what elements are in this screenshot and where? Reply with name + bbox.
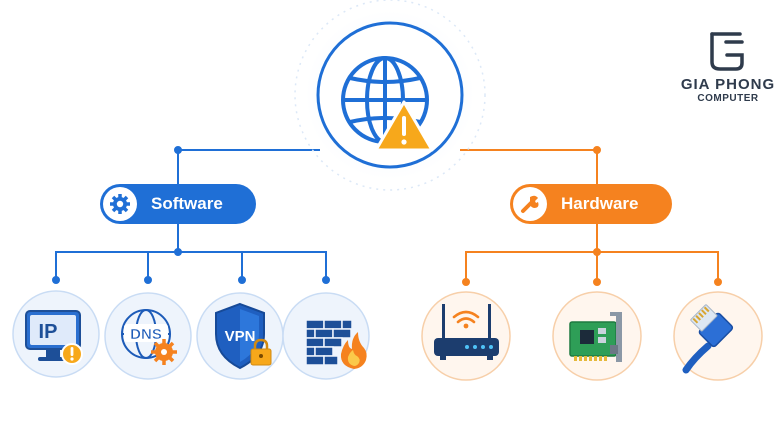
hardware-item-ethernet xyxy=(673,291,763,381)
flame-icon xyxy=(340,332,367,369)
dns-label: DNS xyxy=(130,326,162,343)
ip-monitor-icon: IP xyxy=(25,310,83,365)
dns-gear-icon xyxy=(151,339,177,365)
gear-icon xyxy=(103,187,137,221)
software-item-ip: IP xyxy=(12,290,100,378)
software-item-dns: DNS xyxy=(104,292,192,380)
network-card-icon xyxy=(569,312,622,362)
hardware-category-label: Hardware xyxy=(510,184,672,224)
wrench-icon xyxy=(513,187,547,221)
dns-globe-icon: DNS xyxy=(121,309,177,365)
brand-logo: GIA PHONG COMPUTER xyxy=(676,24,780,104)
central-node xyxy=(294,0,486,191)
brand-logo-icon xyxy=(710,32,744,71)
vpn-shield-icon: VPN xyxy=(215,302,272,370)
software-connectors xyxy=(52,146,330,284)
software-item-vpn: VPN xyxy=(196,292,284,380)
hardware-item-network-card xyxy=(552,291,642,381)
hardware-connectors xyxy=(460,146,722,286)
hardware-item-router xyxy=(421,291,511,381)
brand-subtitle: COMPUTER xyxy=(697,93,759,104)
hardware-label: Hardware xyxy=(561,194,639,213)
vpn-label: VPN xyxy=(225,328,256,345)
brand-name: GIA PHONG xyxy=(680,76,776,93)
software-label: Software xyxy=(151,194,223,213)
software-item-firewall xyxy=(282,292,370,380)
padlock-icon xyxy=(250,338,272,366)
ethernet-cable-icon xyxy=(682,304,734,374)
software-category-label: Software xyxy=(100,184,256,224)
router-icon xyxy=(434,304,499,360)
firewall-icon xyxy=(305,319,367,369)
ip-label: IP xyxy=(39,321,58,343)
globe-warning-icon xyxy=(341,56,434,152)
